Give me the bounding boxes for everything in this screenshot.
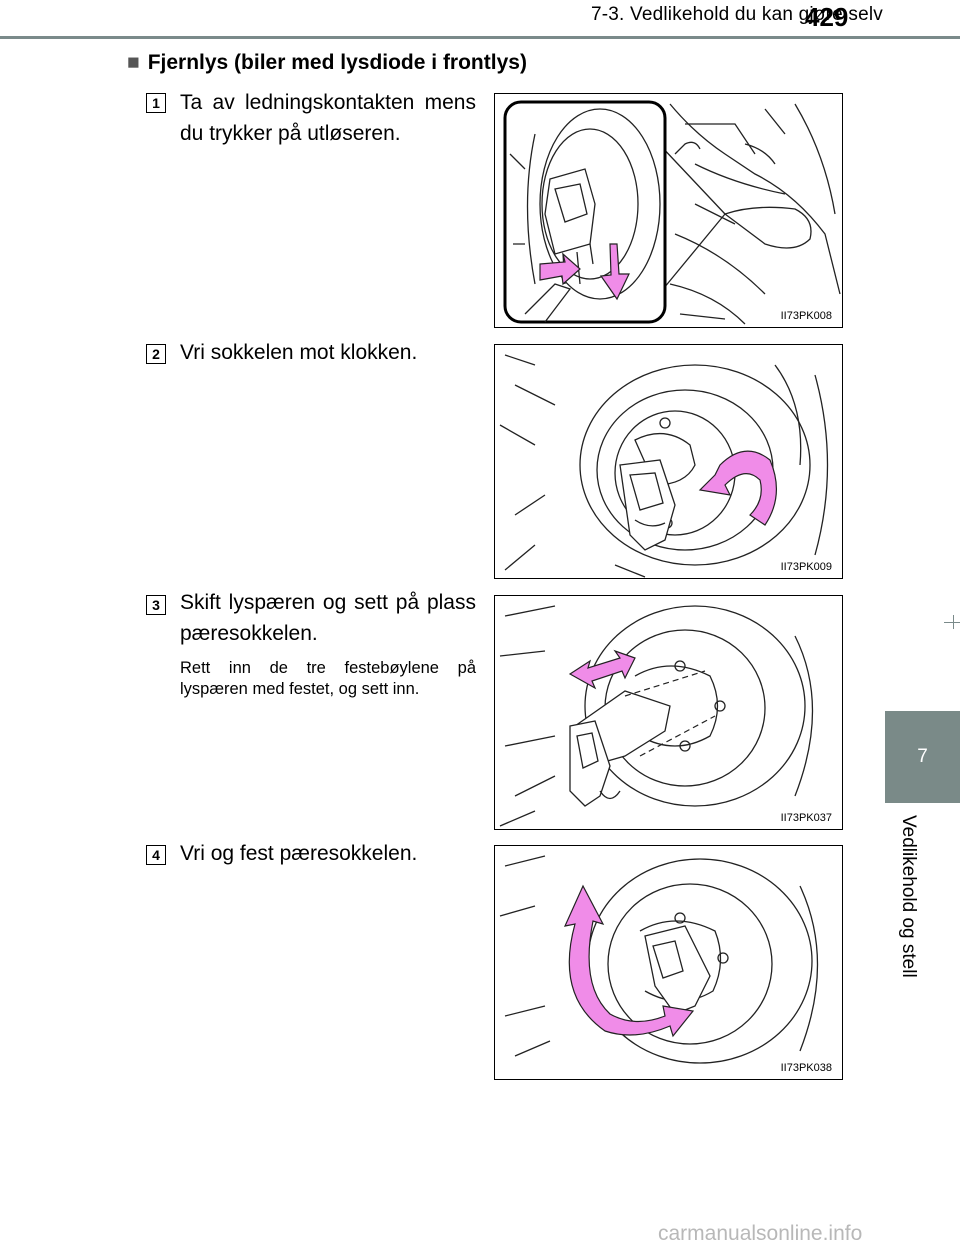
page-number: 429 bbox=[805, 2, 849, 32]
figure-step-4: II73PK038 bbox=[494, 845, 843, 1080]
step-number-2: 2 bbox=[146, 344, 166, 364]
section-bullet: ■ bbox=[127, 51, 140, 74]
figure-step-1: II73PK008 bbox=[494, 93, 843, 328]
header-title: 7-3. Vedlikehold du kan gjøre selv bbox=[591, 4, 883, 25]
step-text-3: Skift lyspæren og sett på plass pæresokk… bbox=[180, 591, 476, 645]
step-note-3: Rett inn de tre festebøylene på lyspæren… bbox=[180, 659, 476, 698]
figure-code: II73PK037 bbox=[778, 812, 834, 824]
section-title: ■ Fjernlys (biler med lysdiode i frontlys… bbox=[127, 51, 527, 75]
socket-rotate-counterclockwise-illustration bbox=[499, 354, 829, 578]
step-number-3: 3 bbox=[146, 595, 166, 615]
chapter-tab: 7 bbox=[885, 711, 960, 803]
bulb-replacement-illustration bbox=[499, 605, 814, 827]
margin-tick bbox=[944, 622, 960, 623]
header-rule bbox=[0, 36, 960, 39]
figure-step-3: II73PK037 bbox=[494, 595, 843, 830]
watermark: carmanualsonline.info bbox=[658, 1222, 863, 1245]
socket-rotate-clockwise-illustration bbox=[499, 855, 819, 1064]
chapter-label: Vedlikehold og stell bbox=[898, 815, 919, 978]
step-text-1: Ta av ledningskontakten mens du trykker … bbox=[180, 91, 476, 145]
step-number-1: 1 bbox=[146, 93, 166, 113]
step-number-4: 4 bbox=[146, 845, 166, 865]
chapter-number: 7 bbox=[917, 746, 928, 767]
step-text-4: Vri og fest pæresokkelen. bbox=[180, 842, 418, 865]
figure-code: II73PK038 bbox=[778, 1062, 834, 1074]
margin-tick bbox=[953, 615, 954, 629]
connector-removal-illustration bbox=[503, 100, 841, 325]
section-title-text: Fjernlys (biler med lysdiode i frontlys) bbox=[147, 51, 527, 74]
step-text-2: Vri sokkelen mot klokken. bbox=[180, 341, 418, 364]
figure-code: II73PK009 bbox=[778, 561, 834, 573]
figure-step-2: II73PK009 bbox=[494, 344, 843, 579]
figure-code: II73PK008 bbox=[778, 310, 834, 322]
